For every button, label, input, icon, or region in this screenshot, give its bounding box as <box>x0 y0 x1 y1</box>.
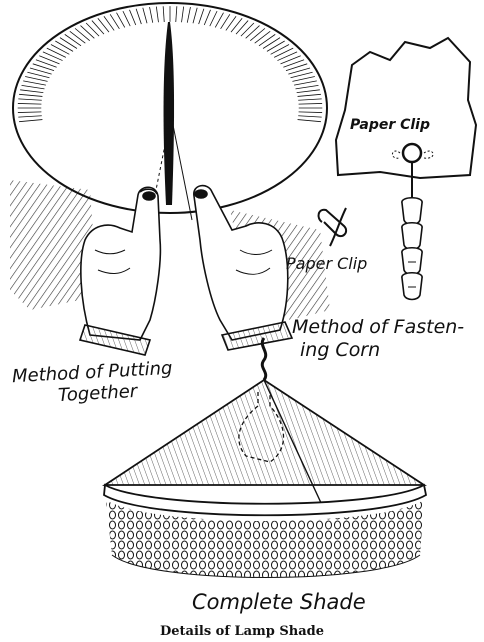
label-putting-line2: Together <box>58 383 138 405</box>
label-fastening-line2: ing Corn <box>300 341 380 360</box>
figure-caption: Details of Lamp Shade <box>0 624 484 639</box>
label-fastening-line1: Method of Fasten- <box>292 318 464 337</box>
label-paper-clip-top: Paper Clip <box>350 118 430 132</box>
corn-kernels <box>402 198 422 300</box>
label-paper-clip-mid: Paper Clip <box>286 256 367 272</box>
paper-clip-icon <box>319 208 347 246</box>
label-complete-shade: Complete Shade <box>192 592 366 613</box>
